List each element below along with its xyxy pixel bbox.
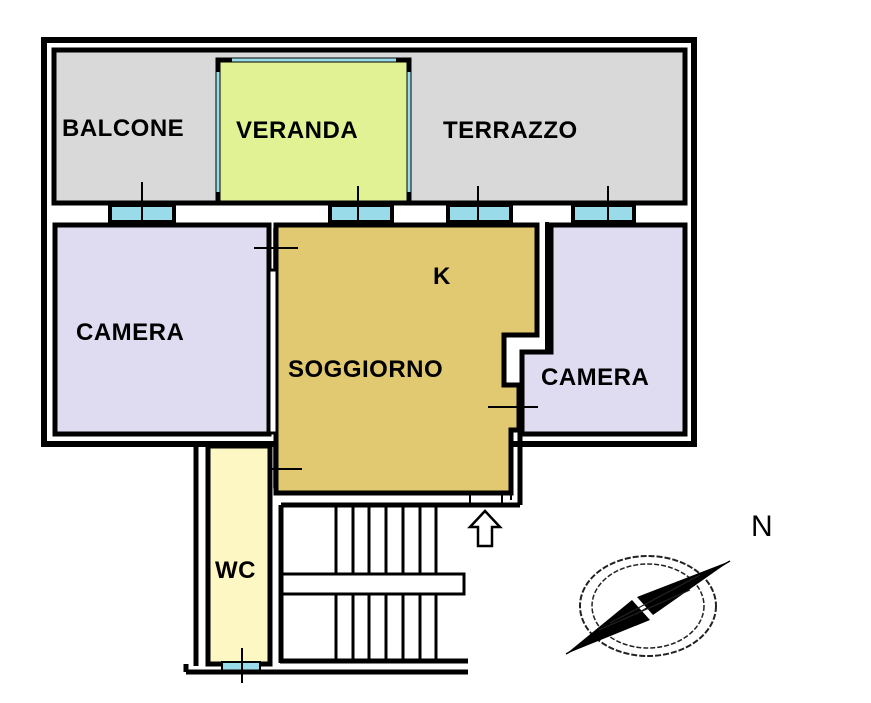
label-veranda: VERANDA [236, 117, 358, 144]
room-wc[interactable] [193, 443, 273, 683]
compass-icon [565, 555, 731, 657]
north-label: N [751, 510, 773, 543]
label-soggiorno: SOGGIORNO [288, 356, 443, 383]
windows-top [108, 182, 636, 246]
interior-partitions [254, 222, 549, 488]
label-camera-right: CAMERA [541, 364, 649, 391]
label-balcone: BALCONE [62, 115, 184, 142]
stair-steps-upper [334, 507, 438, 574]
compass-needle-icon [565, 560, 731, 655]
label-terrazzo: TERRAZZO [443, 117, 578, 144]
label-wc: WC [215, 557, 256, 584]
entrance-arrow-icon[interactable] [467, 509, 503, 548]
label-kitchen: K [433, 263, 451, 290]
room-veranda[interactable] [215, 57, 412, 206]
stair-steps-lower [334, 594, 438, 661]
label-camera-left: CAMERA [76, 319, 184, 346]
staircase [183, 430, 523, 675]
